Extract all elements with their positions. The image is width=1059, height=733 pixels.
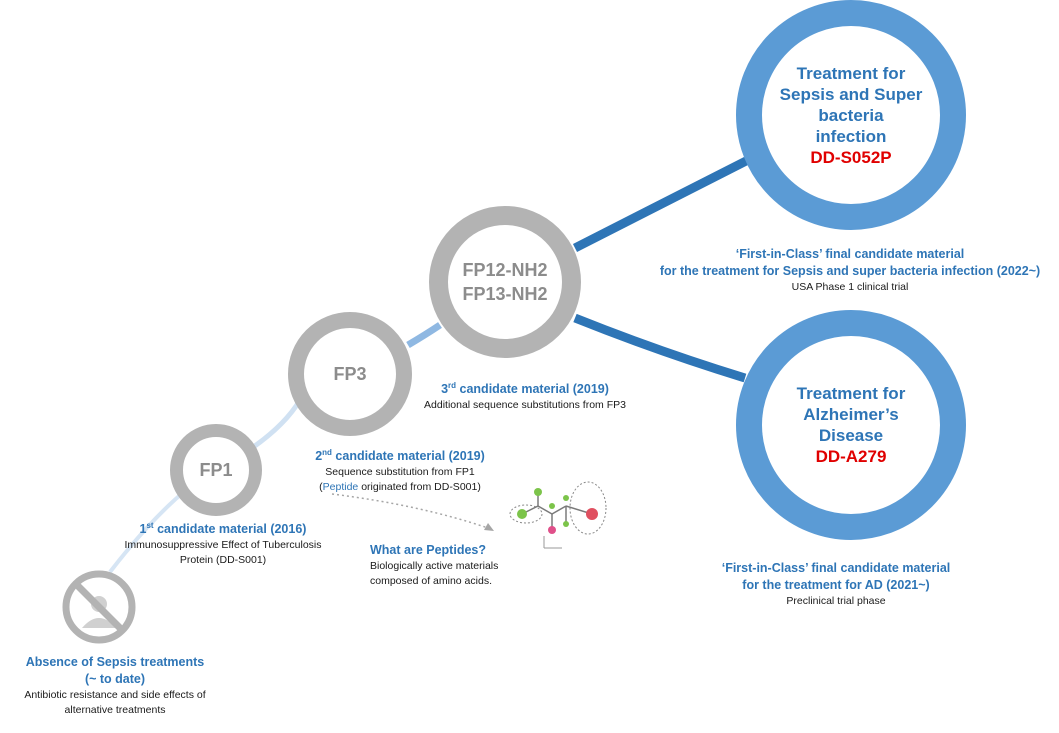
molecule-structure-icon bbox=[500, 470, 612, 558]
fp3-heading: 2nd candidate material (2019) bbox=[315, 448, 485, 464]
fp1-caption: 1st candidate material (2016) Immunosupp… bbox=[108, 517, 338, 568]
alzheimer-caption: ‘First-in-Class’ final candidate materia… bbox=[686, 560, 986, 609]
fp1-desc: Protein (DD-S001) bbox=[179, 554, 267, 567]
fp12-node: FP12-NH2 FP13-NH2 bbox=[429, 206, 581, 358]
fp3-caption: 2nd candidate material (2019) Sequence s… bbox=[290, 444, 510, 495]
prohibited-icon bbox=[62, 570, 136, 644]
connector-fp12-alzheimer bbox=[573, 313, 747, 383]
peptide-dotted-arrow bbox=[331, 493, 489, 529]
fp3-node: FP3 bbox=[288, 312, 412, 436]
sepsis-caption-desc: USA Phase 1 clinical trial bbox=[791, 281, 909, 293]
peptides-info: What are Peptides? Biologically active m… bbox=[370, 542, 530, 589]
alzheimer-caption-heading: ‘First-in-Class’ final candidate materia… bbox=[721, 561, 951, 575]
sepsis-caption-heading: for the treatment for Sepsis and super b… bbox=[659, 264, 1041, 278]
sepsis-title-line: Sepsis and Super bbox=[779, 84, 923, 104]
fp3-desc: (Peptide originated from DD-S001) bbox=[319, 481, 481, 494]
fp12-heading: 3rd candidate material (2019) bbox=[441, 381, 609, 397]
alzheimer-title-line: Treatment for bbox=[796, 384, 906, 403]
fp3-desc: Sequence substitution from FP1 bbox=[325, 466, 475, 479]
alzheimer-title-line: Disease bbox=[818, 426, 884, 445]
peptide-arrow-head bbox=[484, 523, 494, 531]
peptides-title: What are Peptides? bbox=[370, 543, 486, 557]
fp1-desc: Immunosuppressive Effect of Tuberculosis bbox=[124, 539, 322, 552]
alzheimer-caption-heading: for the treatment for AD (2021~) bbox=[742, 578, 930, 592]
absence-title-sub: (~ to date) bbox=[84, 672, 146, 686]
fp12-caption: 3rd candidate material (2019) Additional… bbox=[405, 377, 645, 413]
absence-caption: Absence of Sepsis treatments (~ to date)… bbox=[0, 654, 230, 718]
connector-fp3-fp12 bbox=[406, 322, 442, 349]
sepsis-title-line: bacteria bbox=[818, 105, 884, 125]
connector-fp12-sepsis bbox=[572, 155, 751, 253]
peptide-link: Peptide bbox=[322, 481, 359, 494]
fp1-heading: 1st candidate material (2016) bbox=[139, 521, 307, 537]
alzheimer-title-line: Alzheimer’s bbox=[803, 405, 899, 424]
sepsis-title-line: infection bbox=[815, 126, 887, 146]
alzheimer-code: DD-A279 bbox=[815, 447, 887, 466]
sepsis-title-line: Treatment for bbox=[796, 63, 906, 83]
sepsis-caption-heading: ‘First-in-Class’ final candidate materia… bbox=[735, 247, 965, 261]
absence-desc: alternative treatments bbox=[64, 704, 166, 716]
sepsis-code: DD-S052P bbox=[810, 147, 892, 167]
alzheimer-node: Treatment for Alzheimer’s Disease DD-A27… bbox=[736, 310, 966, 540]
fp13-label: FP13-NH2 bbox=[462, 284, 548, 304]
absence-title: Absence of Sepsis treatments bbox=[25, 655, 205, 669]
alzheimer-caption-desc: Preclinical trial phase bbox=[786, 595, 886, 607]
sepsis-node: Treatment for Sepsis and Super bacteria … bbox=[736, 0, 966, 230]
fp1-node: FP1 bbox=[170, 424, 262, 516]
fp3-label: FP3 bbox=[333, 364, 367, 384]
fp1-label: FP1 bbox=[199, 460, 233, 480]
fp12-desc: Additional sequence substitutions from F… bbox=[424, 399, 626, 412]
peptides-desc: composed of amino acids. bbox=[370, 575, 492, 587]
sepsis-caption: ‘First-in-Class’ final candidate materia… bbox=[640, 246, 1059, 295]
connector-fp1-fp3 bbox=[250, 398, 303, 451]
peptides-desc: Biologically active materials bbox=[370, 560, 499, 572]
absence-desc: Antibiotic resistance and side effects o… bbox=[24, 689, 206, 701]
fp12-label: FP12-NH2 bbox=[462, 260, 548, 280]
